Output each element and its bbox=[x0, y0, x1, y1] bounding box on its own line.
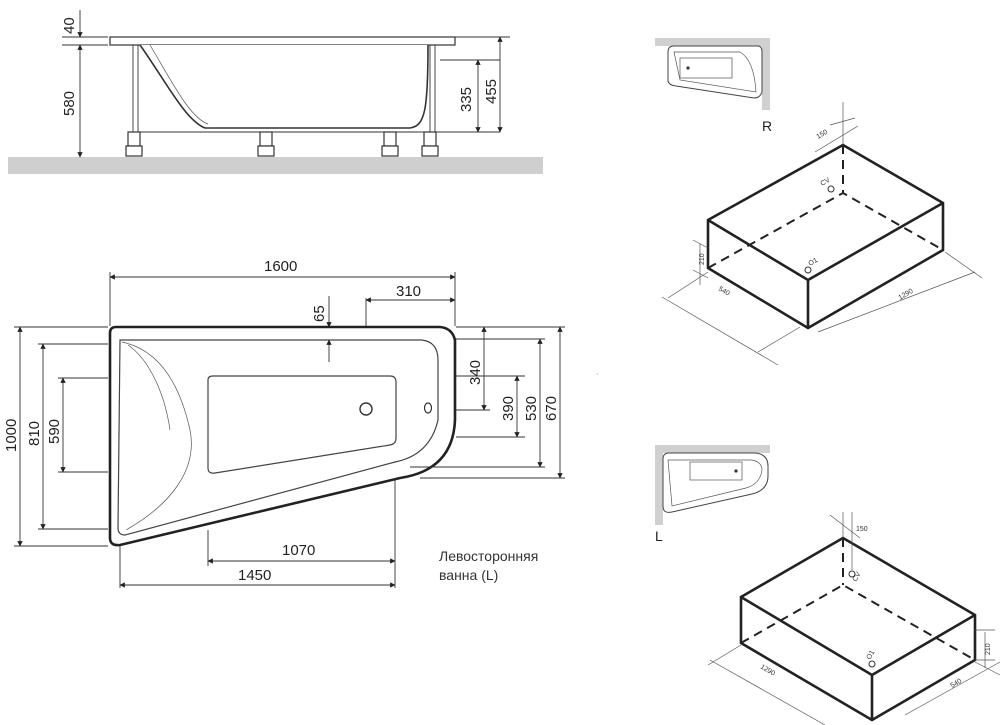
dim-590: 590 bbox=[46, 419, 63, 444]
dim-580: 580 bbox=[61, 91, 78, 116]
label-o1-l: O1 bbox=[866, 649, 877, 661]
label-cv-l: CV bbox=[852, 571, 863, 583]
label-210-r: 210 bbox=[699, 253, 706, 265]
tub-bottom bbox=[207, 375, 397, 474]
floor bbox=[8, 157, 543, 174]
iso-box-l bbox=[739, 536, 977, 722]
label-540-r: 540 bbox=[717, 286, 731, 298]
label-540-l: 540 bbox=[950, 678, 964, 690]
label-1290-l: 1290 bbox=[759, 664, 776, 678]
tub-rim bbox=[109, 36, 456, 46]
dim-390: 390 bbox=[500, 396, 517, 421]
feet bbox=[125, 131, 439, 157]
wall-corner-r bbox=[655, 38, 770, 110]
dim-810: 810 bbox=[26, 421, 43, 446]
dim-1000: 1000 bbox=[3, 419, 20, 452]
plan-view: 1600 310 65 1000 810 590 340 390 bbox=[3, 258, 565, 588]
label-cv-r: CV bbox=[820, 177, 832, 188]
dim-1450: 1450 bbox=[238, 567, 271, 584]
dim-530: 530 bbox=[523, 396, 540, 421]
iso-left: L 150 CV O1 210 1290 540 bbox=[655, 445, 1001, 725]
dim-1600: 1600 bbox=[264, 258, 297, 275]
iso-right: R 150 CV O1 210 540 1290 bbox=[655, 38, 983, 366]
stray-dot: · bbox=[596, 371, 598, 378]
dim-310: 310 bbox=[396, 283, 421, 300]
label-o1-r: O1 bbox=[808, 257, 820, 268]
dim-335: 335 bbox=[458, 87, 475, 112]
dim-340: 340 bbox=[467, 360, 484, 385]
label-1290-r: 1290 bbox=[898, 288, 915, 302]
dim-1070: 1070 bbox=[282, 542, 315, 559]
label-150-l: 150 bbox=[856, 526, 868, 533]
overflow-icon bbox=[423, 402, 433, 414]
mini-tub-r bbox=[667, 45, 763, 99]
label-r: R bbox=[762, 118, 772, 134]
caption-line1: Левосторонняя bbox=[439, 548, 538, 564]
label-210-l: 210 bbox=[985, 643, 992, 655]
dim-65: 65 bbox=[311, 305, 328, 322]
label-l: L bbox=[655, 528, 663, 544]
dim-455: 455 bbox=[483, 79, 500, 104]
iso-box-r bbox=[706, 143, 945, 330]
dim-670: 670 bbox=[543, 396, 560, 421]
label-150-r: 150 bbox=[816, 129, 830, 141]
dim-40: 40 bbox=[61, 17, 78, 34]
tub-body bbox=[139, 44, 429, 129]
caption-line2: ванна (L) bbox=[439, 567, 498, 583]
side-view: 40 580 335 455 bbox=[8, 10, 543, 174]
drain-icon bbox=[359, 402, 373, 416]
